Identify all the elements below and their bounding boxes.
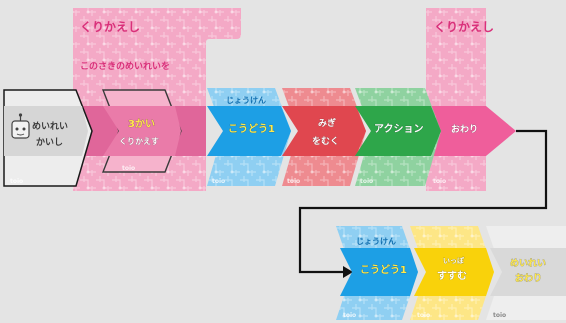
- forward-line1: いっぽ: [443, 257, 464, 265]
- forward-line2: すすむ: [437, 271, 467, 283]
- finish-line1: めいれい: [510, 259, 546, 270]
- brand-mark: toio: [360, 178, 373, 185]
- brand-mark: toio: [493, 312, 506, 319]
- turn-line2: をむく: [312, 137, 339, 148]
- cond1-title: じょうけん: [226, 96, 266, 106]
- brand-mark: toio: [287, 178, 300, 185]
- brand-mark: toio: [343, 312, 356, 319]
- cond2-label: こうどう1: [360, 265, 407, 277]
- cond2-title: じょうけん: [356, 237, 396, 247]
- brand-mark: toio: [122, 165, 135, 172]
- brand-mark: toio: [212, 178, 225, 185]
- brand-mark: toio: [10, 178, 23, 185]
- cond1-label: こうどう1: [228, 124, 275, 136]
- finish-line2: おわり: [515, 274, 542, 285]
- repeat-label: くりかえす: [119, 137, 159, 147]
- end-label: おわり: [451, 125, 478, 136]
- start-card-line2: かいし: [36, 138, 63, 149]
- loop-subtitle: このさきのめいれいを: [80, 62, 170, 73]
- brand-mark: toio: [433, 178, 446, 185]
- action-label: アクション: [374, 124, 424, 136]
- repeat-count: 3かい: [128, 119, 155, 131]
- turn-line1: みぎ: [318, 119, 336, 130]
- brand-mark: toio: [417, 312, 430, 319]
- loop-end-title: くりかえし: [434, 20, 494, 34]
- start-card-line1: めいれい: [32, 122, 68, 133]
- loop-title: くりかえし: [80, 20, 140, 34]
